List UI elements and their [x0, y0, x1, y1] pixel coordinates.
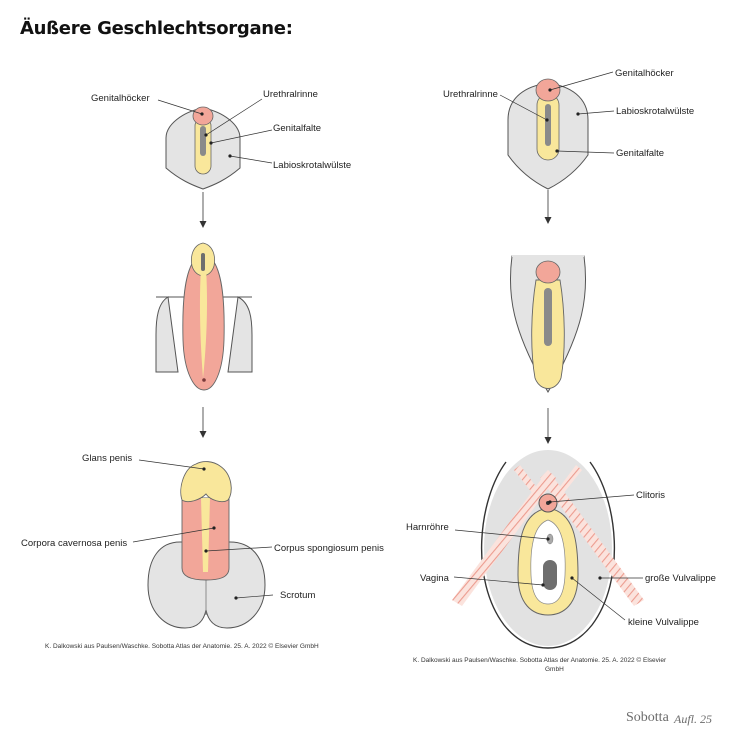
arrow-down-icon — [544, 408, 552, 444]
label-scrotum: Scrotum — [280, 590, 315, 601]
label-genitalfalte-left: Genitalfalte — [273, 123, 321, 134]
label-labioskrotalwuelste-left: Labioskrotalwülste — [273, 160, 351, 171]
edition-label: Aufl. 25 — [674, 712, 712, 726]
male-stage-1-figure — [165, 106, 241, 190]
arrow-down-icon — [199, 192, 207, 228]
label-glans-penis: Glans penis — [82, 453, 132, 464]
label-vagina: Vagina — [420, 573, 450, 584]
label-genitalhoecker-left: Genitalhöcker — [91, 93, 150, 104]
label-kleine-vulvalippe: kleine Vulvalippe — [628, 617, 699, 628]
label-labioskrotalwuelste-right: Labioskrotalwülste — [616, 106, 694, 117]
male-stage-1-leaders — [157, 98, 273, 164]
female-stage-1-leaders — [499, 71, 615, 154]
page-title: Äußere Geschlechtsorgane: — [20, 18, 293, 39]
label-urethralrinne-left: Urethralrinne — [263, 89, 318, 100]
arrow-down-icon — [199, 407, 207, 438]
arrow-down-icon — [544, 190, 552, 224]
male-stage-2-figure — [155, 242, 253, 391]
male-stage-3-leaders — [132, 459, 274, 600]
male-stage-3-figure — [147, 461, 266, 629]
label-clitoris: Clitoris — [636, 490, 665, 501]
label-corpora-cavernosa: Corpora cavernosa penis — [21, 538, 127, 549]
female-stage-3-leaders — [453, 494, 643, 621]
credit-right-line1: K. Dalkowski aus Paulsen/Waschke. Sobott… — [413, 656, 667, 664]
female-stage-2-figure — [509, 255, 587, 393]
female-stage-1-figure — [507, 78, 589, 190]
label-harnroehre: Harnröhre — [406, 522, 449, 533]
label-urethralrinne-right: Urethralrinne — [443, 89, 498, 100]
label-grosse-vulvalippe: große Vulvalippe — [645, 573, 716, 584]
credit-right-line2: GmbH — [545, 666, 564, 673]
credit-left: K. Dalkowski aus Paulsen/Waschke. Sobott… — [45, 642, 319, 650]
sobotta-logo: Sobotta — [626, 710, 669, 725]
female-stage-3-figure — [452, 450, 644, 649]
label-genitalhoecker-right: Genitalhöcker — [615, 68, 674, 79]
label-corpus-spongiosum: Corpus spongiosum penis — [274, 543, 384, 554]
label-genitalfalte-right: Genitalfalte — [616, 148, 664, 159]
